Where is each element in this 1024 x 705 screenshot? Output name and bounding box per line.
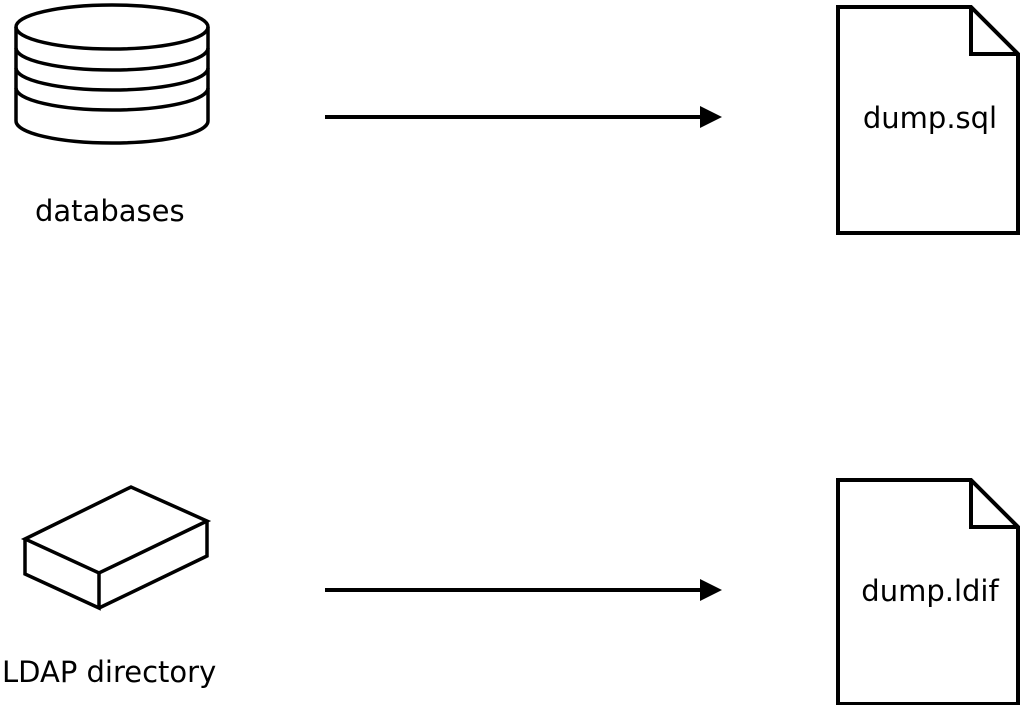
diagram-row-databases: databases dump.sql [14,3,1020,235]
document-outline [836,478,1020,705]
target-label-dump-ldif: dump.ldif [861,574,999,608]
cylinder-top-ellipse [14,3,210,51]
database-cylinder-icon [14,3,210,145]
cylinder-disk-line-1 [14,47,210,72]
box-front-left-face [23,539,101,611]
document-fold-corner [969,7,1018,56]
document-outline [836,5,1020,235]
diagram-row-ldap: LDAP directory dump.ldif [2,478,1020,705]
box-top-face [20,485,212,575]
document-icon [836,478,1020,705]
source-label-databases: databases [35,194,185,228]
document-icon [836,5,1020,235]
document-fold-corner [969,480,1018,529]
cylinder-disk-line-3 [14,87,210,112]
box-3d-icon [20,485,212,611]
cylinder-bottom-arc [14,120,210,145]
box-front-right-face [98,521,209,610]
source-label-ldap-directory: LDAP directory [2,655,216,689]
right-arrow [325,106,722,128]
arrow-head-icon [700,106,722,128]
right-arrow [325,579,722,601]
cylinder-disk-line-2 [14,67,210,92]
target-label-dump-sql: dump.sql [863,101,997,135]
arrow-head-icon [700,579,722,601]
